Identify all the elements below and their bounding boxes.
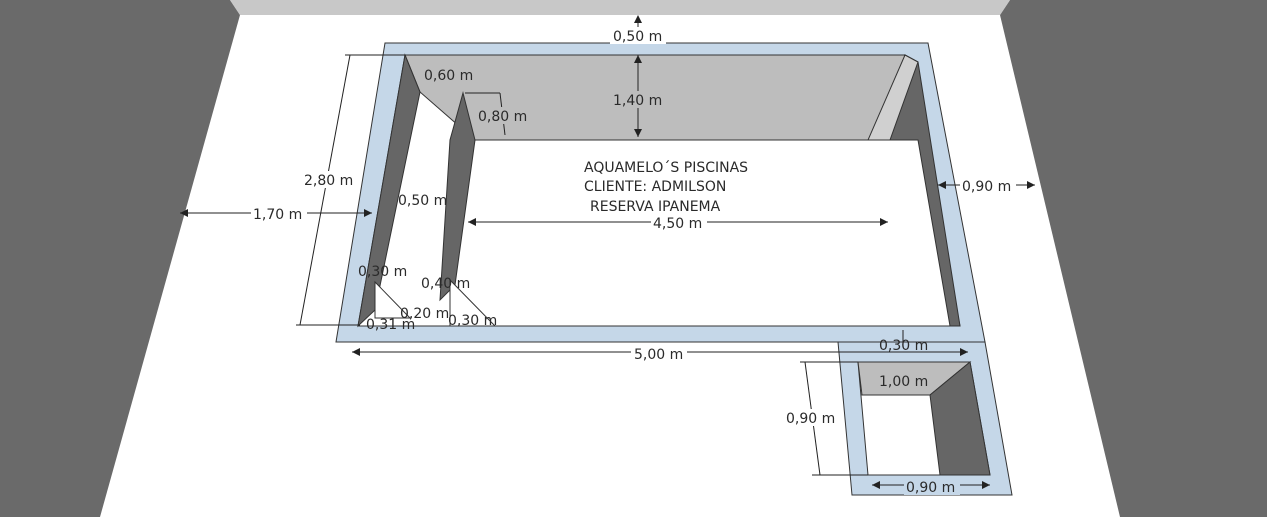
room-right-wall (1000, 0, 1267, 517)
title-line-2: CLIENTE: ADMILSON (584, 179, 726, 195)
room-back-wall (230, 0, 1010, 15)
dim-stair-40: 0,40 m (421, 276, 470, 292)
dim-right-margin: 0,90 m (962, 179, 1011, 195)
dim-gap: 0,30 m (879, 338, 928, 354)
dim-step-width: 0,50 m (398, 193, 447, 209)
title-line-3: RESERVA IPANEMA (590, 199, 721, 215)
dim-stair-30: 0,30 m (358, 264, 407, 280)
title-line-1: AQUAMELO´S PISCINAS (584, 160, 748, 176)
dim-small-pool-length: 1,00 m (879, 374, 928, 390)
dim-stair-30b: 0,30 m (448, 313, 497, 329)
dim-wall-height: 1,40 m (613, 93, 662, 109)
dim-small-pool-width: 0,90 m (906, 480, 955, 496)
small-pool-right-wall (929, 361, 991, 476)
dim-stair-20: 0,20 m (400, 306, 449, 322)
dimension-lines: 0,50 m 0,60 m 0,80 m 1,40 m 2,80 m 1,70 … (180, 15, 1035, 496)
drawing-title: AQUAMELO´S PISCINAS CLIENTE: ADMILSON RE… (584, 160, 748, 215)
pool-right-corner (867, 54, 919, 141)
room-left-wall (0, 0, 240, 517)
dim-pool-length: 5,00 m (634, 347, 683, 363)
dim-pool-width: 2,80 m (304, 173, 353, 189)
stair-1 (374, 280, 412, 319)
dim-stair-31: 0,31 m (366, 317, 415, 333)
dim-step-depth: 0,80 m (478, 109, 527, 125)
stair-2 (449, 278, 497, 327)
dim-left-margin: 1,70 m (253, 207, 302, 223)
dim-top-margin: 0,50 m (613, 29, 662, 45)
dim-pool-inner-length: 4,50 m (653, 216, 702, 232)
dim-small-pool-depth: 0,90 m (786, 411, 835, 427)
step-inner-wall (439, 91, 476, 302)
dim-step-top-width: 0,60 m (424, 68, 473, 84)
